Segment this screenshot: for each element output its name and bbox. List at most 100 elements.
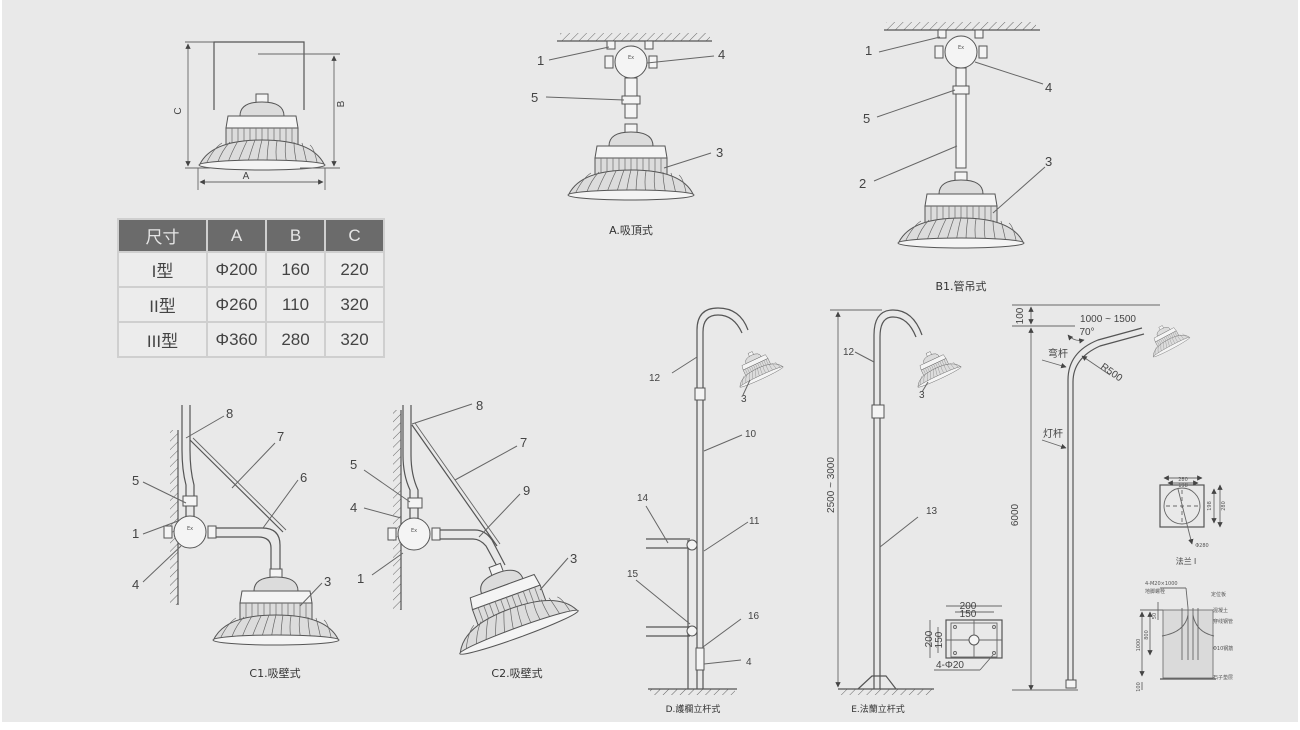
flange-outer-width: 200 [960,601,977,612]
size-table-header: 尺寸 A B C [119,220,383,251]
foundation-dim: 100 [1136,682,1142,692]
cell-type: I型 [119,253,206,286]
arm-angle: 70° [1079,327,1094,338]
bent-arm-label: 弯杆 [1048,347,1068,360]
foundation-bolts: 4-M20×1000 [1145,581,1178,587]
header-a: A [208,220,265,251]
flange-holes: 4-Φ20 [936,660,964,671]
callout: 14 [637,493,649,504]
foundation-label: 石子垫层 [1213,674,1233,681]
cell-c: 220 [326,253,383,286]
callout: 9 [523,483,530,498]
diagram-c1-wall-mount: Ex 8 7 6 5 1 4 3 C1.吸壁式 [132,405,340,680]
foundation-label: 定位板 [1211,591,1226,598]
ex-badge: Ex [628,55,634,61]
arm-radius: R500 [1098,361,1124,384]
callout: 3 [741,394,747,405]
caption-b1: B1.管吊式 [935,279,986,293]
callout: 3 [570,551,577,566]
foundation-label: 混凝土 [1213,607,1228,614]
cell-c: 320 [326,323,383,356]
pole-label: 灯杆 [1043,428,1063,440]
callout: 5 [350,457,357,472]
flange-f-dim: 198 [1207,501,1213,511]
flange-inner-width: 150 [960,609,977,620]
callout: 1 [132,526,139,541]
foundation-label: 穿线钢管 [1213,618,1233,625]
flange-outer-height: 200 [924,630,935,647]
header-b: B [267,220,324,251]
arm-length-dim: 1000 ~ 1500 [1080,314,1136,325]
ex-badge: Ex [958,45,964,51]
callout: 5 [132,473,139,488]
foundation-dim: 50 [1152,613,1158,619]
size-table: 尺寸 A B C I型 Φ200 160 220 II型 Φ260 110 32… [117,218,385,358]
callout: 1 [537,53,544,68]
callout: 5 [531,90,538,105]
callout: 16 [748,611,760,622]
callout: 4 [132,577,139,592]
dim-label-c: C [173,107,184,114]
dim-label-b: B [336,100,347,107]
callout: 3 [716,145,723,160]
cell-b: 110 [267,288,324,321]
foundation-section: 4-M20×1000 地脚螺栓 定位板 混凝土 穿线钢管 Φ10钢筋 石子垫层 … [1136,581,1233,692]
callout: 4 [350,500,357,515]
callout: 1 [357,571,364,586]
cell-b: 160 [267,253,324,286]
callout: 11 [749,516,760,527]
callout: 12 [649,373,661,384]
top-offset-dim: 100 [1015,307,1026,324]
caption-c1: C1.吸壁式 [249,666,300,680]
ex-badge: Ex [187,526,193,532]
callout: 4 [746,657,752,668]
callout: 6 [300,470,307,485]
callout: 12 [843,347,855,358]
diagram-e-flange-pole: 2500 ~ 3000 12 3 13 200 150 200 150 [826,309,1003,715]
flange-f-dim: 280 [1178,477,1188,483]
callout: 10 [745,429,757,440]
diagram-d-guardrail-pole: 12 3 10 14 11 15 16 4 D.護欄立杆式 [627,307,785,715]
callout: 3 [1045,154,1052,169]
caption-a: A.吸頂式 [609,224,653,237]
diagram-a-ceiling-mount: Ex 1 4 5 3 A.吸頂式 [531,33,725,237]
callout: 1 [865,43,872,58]
foundation-dim: 1000 [1136,639,1142,652]
pole-height-dim: 6000 [1010,503,1021,526]
flange-f-dim: 280 [1221,501,1227,511]
callout: 8 [476,398,483,413]
flange-f-dim: 198 [1178,483,1188,489]
caption-e: E.法蘭立杆式 [851,703,905,715]
cell-a: Φ260 [208,288,265,321]
callout: 5 [863,111,870,126]
callout: 15 [627,569,639,580]
foundation-label: Φ10钢筋 [1213,645,1233,652]
callout: 8 [226,406,233,421]
table-row: III型 Φ360 280 320 [119,323,383,356]
flange-inner-height: 150 [934,631,945,648]
diagram-c2-wall-mount: Ex 8 7 5 9 4 1 3 C2.吸壁式 [350,398,581,680]
foundation-dim: 800 [1144,630,1150,640]
cell-c: 320 [326,288,383,321]
callout: 7 [520,435,527,450]
flange-plan-f: 280 198 198 280 Φ280 法兰 I [1159,475,1227,566]
diagram-f-street-pole: 100 6000 1000 ~ 1500 70° R500 弯杆 灯杆 280 … [1010,304,1233,692]
cell-b: 280 [267,323,324,356]
cell-a: Φ360 [208,323,265,356]
foundation-bolts-sub: 地脚螺栓 [1145,588,1165,595]
cell-type: II型 [119,288,206,321]
dimension-view: C B A [173,41,347,190]
flange-f-dim: Φ280 [1195,543,1208,549]
table-row: II型 Φ260 110 320 [119,288,383,321]
ex-badge: Ex [411,528,417,534]
callout: 4 [718,47,725,62]
cell-a: Φ200 [208,253,265,286]
cell-type: III型 [119,323,206,356]
flange-plan-e: 200 150 200 150 4-Φ20 [924,601,1003,671]
flange-f-caption: 法兰 I [1176,556,1196,566]
callout: 4 [1045,80,1052,95]
diagram-b1-pipe-pendant: Ex 1 4 5 2 3 B1.管吊式 [859,22,1052,293]
dim-label-a: A [243,171,250,182]
